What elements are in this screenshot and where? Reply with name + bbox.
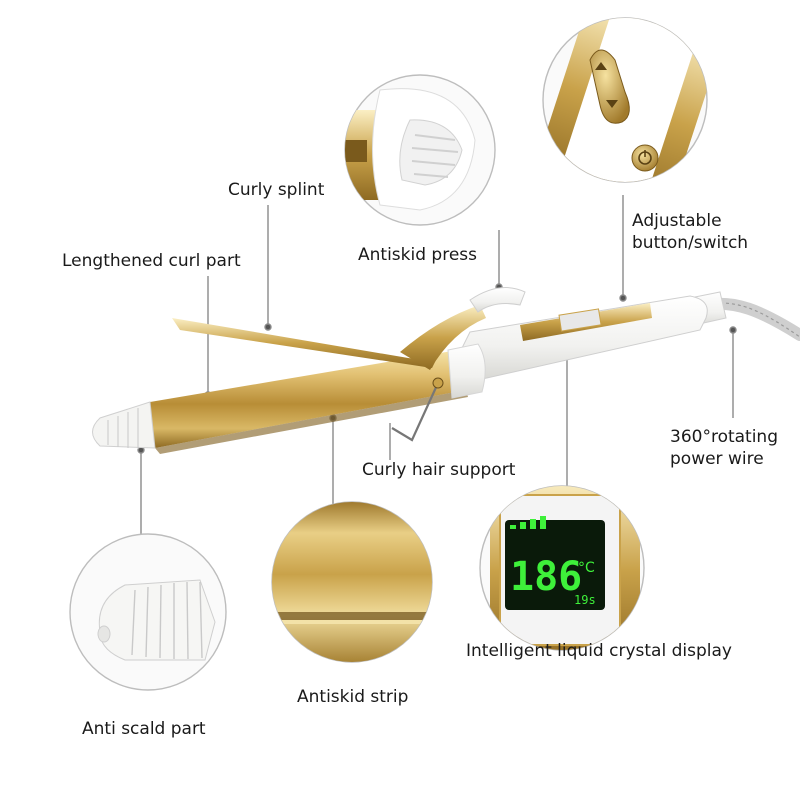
- lcd-temperature: 186: [510, 554, 582, 600]
- zoom-antiskid-press: [344, 74, 496, 226]
- zoom-lcd-display: 186 °C 19s: [479, 485, 645, 651]
- zoom-antiskid-strip: [271, 501, 433, 663]
- lcd-unit: °C: [578, 560, 595, 576]
- arrow-down-icon[interactable]: [606, 100, 618, 108]
- lcd-timer: 19s: [574, 593, 596, 607]
- label-adjustable-1: Adjustable: [632, 211, 722, 231]
- label-power-wire: power wire: [670, 449, 764, 469]
- label-anti-scald-part: Anti scald part: [82, 719, 206, 739]
- power-icon[interactable]: [631, 144, 659, 172]
- label-adjustable-2: button/switch: [632, 233, 749, 253]
- zoom-adjustable-buttons: [542, 17, 708, 183]
- label-intelligent-display: Intelligent liquid crystal display: [466, 641, 732, 661]
- label-360-rotating: 360°rotating: [670, 427, 779, 447]
- label-lengthened-curl-part: Lengthened curl part: [62, 251, 241, 271]
- label-antiskid-strip: Antiskid strip: [297, 687, 409, 707]
- label-antiskid-press: Antiskid press: [358, 245, 477, 265]
- curling-iron: [92, 287, 800, 454]
- label-curly-hair-support: Curly hair support: [362, 460, 516, 480]
- label-curly-splint: Curly splint: [228, 180, 325, 200]
- arrow-up-icon[interactable]: [595, 62, 607, 70]
- zoom-anti-scald-tip: [69, 533, 227, 691]
